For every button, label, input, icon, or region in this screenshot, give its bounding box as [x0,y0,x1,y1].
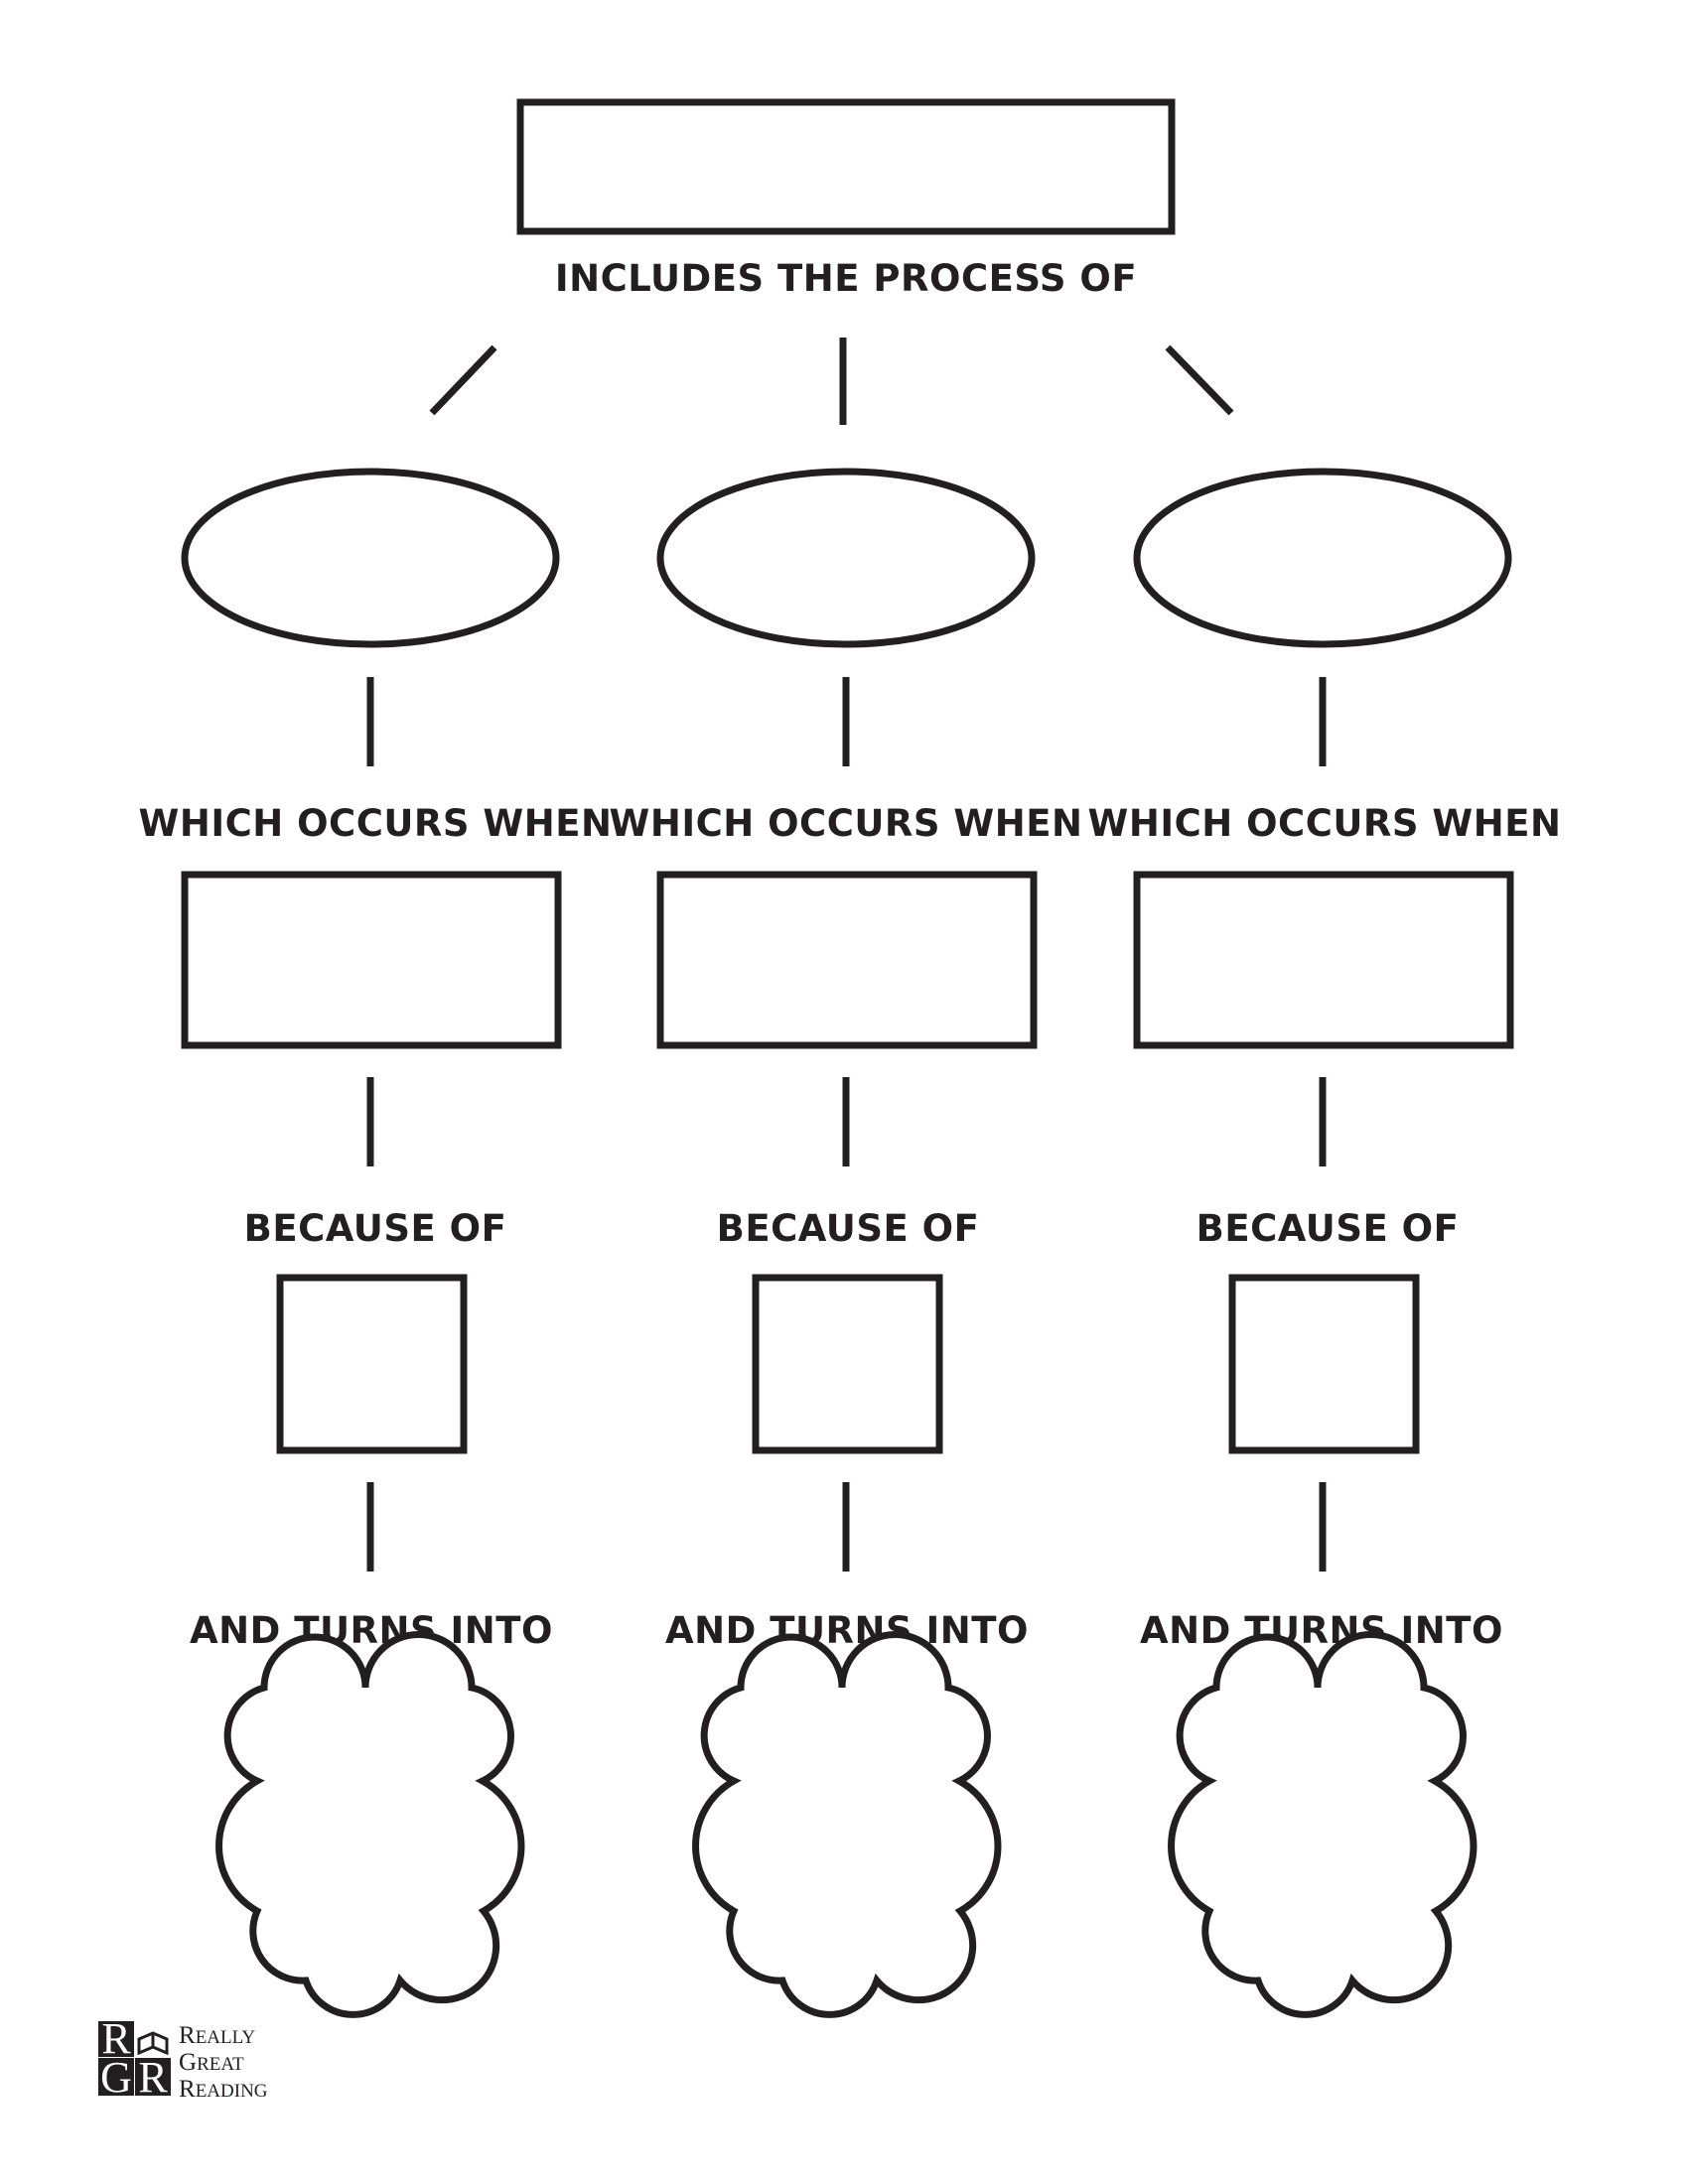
which-occurs-label: WHICH OCCURS WHEN [610,802,1083,845]
logo-letter-r-bottom: R [138,2053,168,2102]
logo-line-reading: READING [179,2076,268,2103]
process-oval[interactable] [656,468,1036,648]
turns-into-label: AND TURNS INTO [1140,1609,1503,1652]
condition-box[interactable] [656,871,1038,1049]
logo-great-initial: G [179,2049,197,2076]
which-occurs-label: WHICH OCCURS WHEN [1088,802,1562,845]
column-1: WHICH OCCURS WHEN BECAUSE OF AND TURNS I… [139,468,613,2018]
because-of-label: BECAUSE OF [717,1207,980,1250]
cause-square[interactable] [276,1274,468,1454]
logo-reading-initial: R [179,2076,196,2103]
connector-top-right [1165,344,1234,416]
condition-box[interactable] [181,871,562,1049]
column-3: WHICH OCCURS WHEN BECAUSE OF AND TURNS I… [1088,468,1562,2018]
logo-letter-r-top: R [101,2014,131,2063]
condition-box[interactable] [1133,871,1514,1049]
connector-top-left [429,344,497,416]
really-great-reading-logo: R G R REALLY GREAT READING [98,2014,268,2103]
process-oval[interactable] [1133,468,1512,648]
which-occurs-label: WHICH OCCURS WHEN [139,802,613,845]
turns-into-label: AND TURNS INTO [665,1609,1029,1652]
top-box[interactable] [516,98,1176,235]
logo-letter-g: G [100,2053,132,2102]
top-label: INCLUDES THE PROCESS OF [555,257,1137,300]
logo-box-r-top [98,2021,134,2057]
logo-great-rest: REAT [197,2054,244,2075]
logo-really-rest: EALLY [196,2027,256,2048]
cause-square[interactable] [1228,1274,1420,1454]
logo-reading-rest: EADING [196,2081,268,2102]
result-cloud[interactable] [692,1631,1002,2018]
because-of-label: BECAUSE OF [1196,1207,1460,1250]
cause-square[interactable] [752,1274,943,1454]
logo-box-g [98,2058,134,2096]
logo-line-really: REALLY [179,2022,255,2049]
column-2: WHICH OCCURS WHEN BECAUSE OF AND TURNS I… [610,468,1083,2018]
logo-box-r-bottom [135,2058,171,2096]
result-cloud[interactable] [215,1631,525,2018]
logo-book-icon [137,2031,169,2056]
because-of-label: BECAUSE OF [244,1207,507,1250]
result-cloud[interactable] [1168,1631,1477,2018]
logo-really-initial: R [179,2022,196,2049]
turns-into-label: AND TURNS INTO [190,1609,553,1652]
logo-line-great: GREAT [179,2049,244,2076]
process-oval[interactable] [181,468,560,648]
